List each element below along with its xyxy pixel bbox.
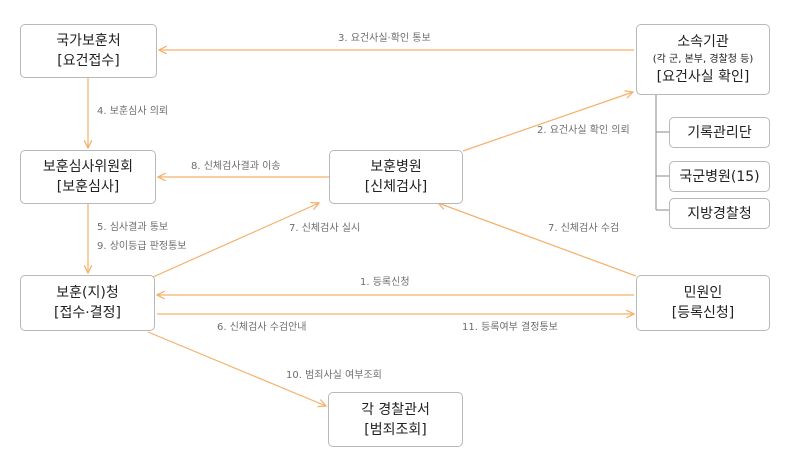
node-police-station: 각 경찰관서 [범죄조회] xyxy=(328,392,463,447)
arrow-step-2 xyxy=(462,92,633,152)
node-branch-office: 보훈(지)청 [접수·결정] xyxy=(20,275,155,331)
label-step-11: 11. 등록여부 결정통보 xyxy=(462,322,558,333)
label-step-9: 9. 상이등급 판정통보 xyxy=(97,241,187,252)
arrow-step-10 xyxy=(147,331,326,406)
label-step-7-attend: 7. 신체검사 수검 xyxy=(548,223,620,234)
node-affiliated-subtitle: (각 군, 본부, 경찰청 등) xyxy=(652,54,754,65)
node-review-committee: 보훈심사위원회 [보훈심사] xyxy=(20,150,156,204)
node-records-title: 기록관리단 xyxy=(687,124,752,141)
node-military-hospital: 국군병원(15) xyxy=(669,161,770,192)
node-committee-title: 보훈심사위원회 xyxy=(42,159,134,175)
node-mpva-title: 국가보훈처 xyxy=(56,33,121,49)
arrow-step-7-attend xyxy=(438,203,637,277)
node-veterans-hospital: 보훈병원 [신체검사] xyxy=(329,150,463,204)
label-step-4: 4. 보훈심사 의뢰 xyxy=(97,106,169,117)
label-step-8: 8. 신체검사결과 이송 xyxy=(191,161,281,172)
node-mpva: 국가보훈처 [요건접수] xyxy=(20,24,157,78)
node-applicant: 민원인 [등록신청] xyxy=(636,275,770,331)
node-applicant-role: [등록신청] xyxy=(671,305,735,321)
node-local-police: 지방경찰청 xyxy=(669,198,770,229)
node-mpva-role: [요건접수] xyxy=(57,53,120,69)
node-affiliated-role: [요건사실 확인] xyxy=(656,69,750,85)
label-step-5: 5. 심사결과 통보 xyxy=(97,222,169,233)
node-military-hospital-title: 국군병원(15) xyxy=(679,168,760,185)
node-hospital-role: [신체검사] xyxy=(364,179,428,195)
label-step-2: 2. 요건사실 확인 의뢰 xyxy=(537,125,630,136)
node-records-management: 기록관리단 xyxy=(669,117,770,148)
arrow-step-7-exam xyxy=(152,203,319,278)
label-step-7-exam: 7. 신체검사 실시 xyxy=(289,223,361,234)
node-local-police-title: 지방경찰청 xyxy=(687,205,752,222)
node-police-station-role: [범죄조회] xyxy=(364,421,427,438)
node-police-station-title: 각 경찰관서 xyxy=(361,401,430,418)
label-step-10: 10. 범죄사실 여부조회 xyxy=(286,370,382,381)
node-applicant-title: 민원인 xyxy=(683,285,723,301)
node-affiliated-title: 소속기관 xyxy=(677,34,729,50)
label-step-3: 3. 요건사실·확인 통보 xyxy=(338,33,431,44)
node-branch-role: [접수·결정] xyxy=(54,305,121,321)
node-hospital-title: 보훈병원 xyxy=(370,159,422,175)
label-step-6: 6. 신체검사 수검안내 xyxy=(217,322,307,333)
node-affiliated-agency: 소속기관 (각 군, 본부, 경찰청 등) [요건사실 확인] xyxy=(636,24,770,95)
label-step-1: 1. 등록신청 xyxy=(360,277,410,288)
node-committee-role: [보훈심사] xyxy=(56,179,120,195)
node-branch-title: 보훈(지)청 xyxy=(56,285,119,301)
